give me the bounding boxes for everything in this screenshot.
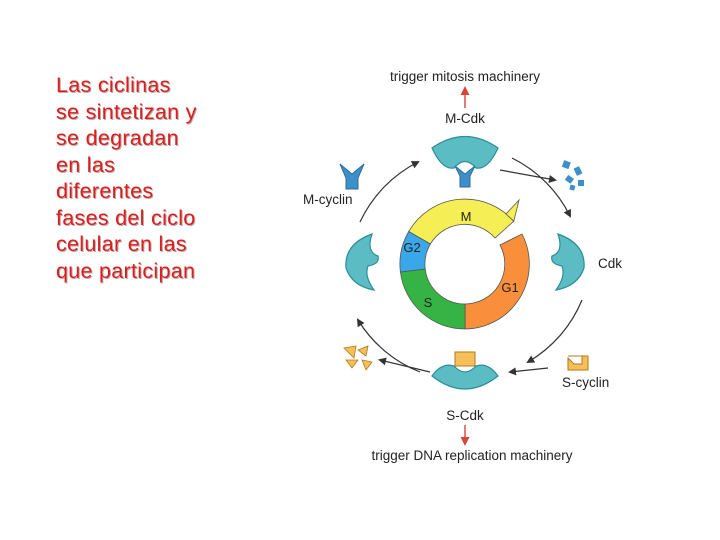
cdk-subunit [431, 136, 499, 169]
m-cdk-label: M-Cdk [445, 111, 485, 126]
caption-line: fases del ciclo [56, 205, 196, 230]
cdk-left-icon [345, 233, 379, 291]
s-cyclin-label: S-cyclin [562, 375, 609, 390]
trigger-dna-replication-label: trigger DNA replication machinery [371, 448, 572, 463]
cdk-subunit [431, 364, 499, 390]
phase-g1-label: G1 [501, 280, 518, 295]
phase-g2-segment [399, 230, 431, 273]
phase-s-label: S [424, 295, 433, 310]
caption-line: diferentes [56, 179, 154, 203]
caption-line: se sintetizan y [56, 99, 197, 124]
cdk-right-icon [551, 233, 585, 291]
caption-line: Las ciclinas [56, 73, 171, 97]
phase-ring: M G2 S G1 [399, 198, 530, 330]
m-cyclin-shape [454, 165, 476, 188]
caption-line: celular en las [56, 232, 187, 256]
m-cyclin-degradation-arrow [499, 169, 557, 183]
s-cyclin-binding-arrow [508, 367, 549, 376]
s-cyclin-degradation-arrow [378, 357, 431, 373]
s-cyclin-icon [567, 355, 589, 371]
cycle-arrow [359, 161, 420, 223]
cycle-arrow [356, 318, 421, 373]
s-cdk-label: S-Cdk [446, 408, 484, 423]
degraded-s-cyclin-icon [343, 345, 373, 371]
s-cdk-complex [431, 351, 499, 390]
s-cyclin-shape [454, 351, 476, 367]
caption-line: en las [56, 152, 116, 177]
phase-m-label: M [461, 209, 472, 224]
cycle-arrow [526, 299, 583, 364]
caption-line: que participan [56, 258, 196, 283]
degraded-m-cyclin-icon [561, 160, 584, 191]
cdk-label: Cdk [598, 256, 622, 271]
caption-text: Las ciclinas se sintetizan y se degradan… [56, 72, 296, 284]
m-cyclin-label: M-cyclin [303, 192, 353, 207]
phase-g1-segment [464, 233, 530, 330]
m-cdk-complex [431, 136, 499, 188]
caption-line: se degradan [56, 126, 179, 150]
phase-s-segment [399, 268, 466, 330]
phase-m-arrowhead [505, 198, 520, 222]
m-cyclin-icon [339, 163, 365, 190]
cycle-arrow [511, 157, 571, 218]
phase-g2-label: G2 [403, 240, 420, 255]
trigger-mitosis-label: trigger mitosis machinery [390, 69, 540, 84]
